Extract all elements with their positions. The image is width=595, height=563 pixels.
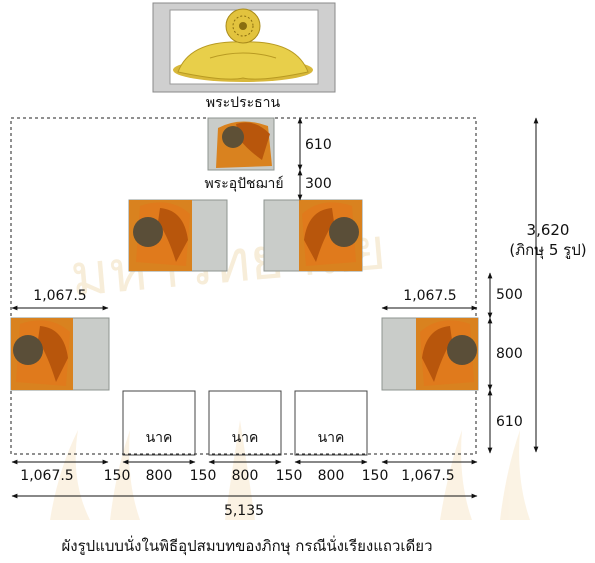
candidate-box-1 — [122, 390, 196, 456]
bottom-dim-5: 800 — [231, 468, 259, 484]
bottom-dim-9: 1,067.5 — [401, 468, 455, 484]
bottom-dim-4: 150 — [189, 468, 217, 484]
upper-monk-right — [263, 199, 363, 272]
candidate-box-3 — [294, 390, 368, 456]
preceptor-seat — [207, 117, 275, 171]
dim-500: 500 — [496, 287, 523, 303]
dim-300: 300 — [305, 176, 332, 192]
dim-610-top: 610 — [305, 137, 332, 153]
dim-total-height-note: (ภิกษุ 5 รูป) — [509, 241, 587, 259]
hall-boundary — [10, 117, 477, 455]
buddha-label: พระประธาน — [205, 95, 281, 111]
candidate-box-2 — [208, 390, 282, 456]
bottom-dim-1: 1,067.5 — [20, 468, 74, 484]
diagram-caption: ผังรูปแบบนั่งในพิธีอุปสมบทของภิกษุ กรณีน… — [61, 537, 433, 555]
upper-monk-left — [128, 199, 228, 272]
candidate-label-2: นาค — [231, 430, 259, 446]
side-monk-right — [381, 317, 479, 391]
bottom-dim-3: 800 — [145, 468, 173, 484]
candidate-label-1: นาค — [145, 430, 173, 446]
bottom-dim-7: 800 — [317, 468, 345, 484]
dim-side-width-right: 1,067.5 — [403, 288, 457, 304]
side-monk-left — [10, 317, 110, 391]
candidate-label-3: นาค — [317, 430, 345, 446]
dim-800-side: 800 — [496, 346, 523, 362]
dim-total-width: 5,135 — [223, 503, 265, 519]
preceptor-label: พระอุปัชฌาย์ — [204, 176, 284, 192]
dim-total-height: 3,620 — [526, 221, 570, 239]
buddha-image — [152, 2, 336, 93]
dim-610-bottom: 610 — [496, 414, 523, 430]
dim-side-width-left: 1,067.5 — [33, 288, 87, 304]
bottom-dim-2: 150 — [103, 468, 131, 484]
bottom-dim-6: 150 — [275, 468, 303, 484]
bottom-dim-8: 150 — [361, 468, 389, 484]
